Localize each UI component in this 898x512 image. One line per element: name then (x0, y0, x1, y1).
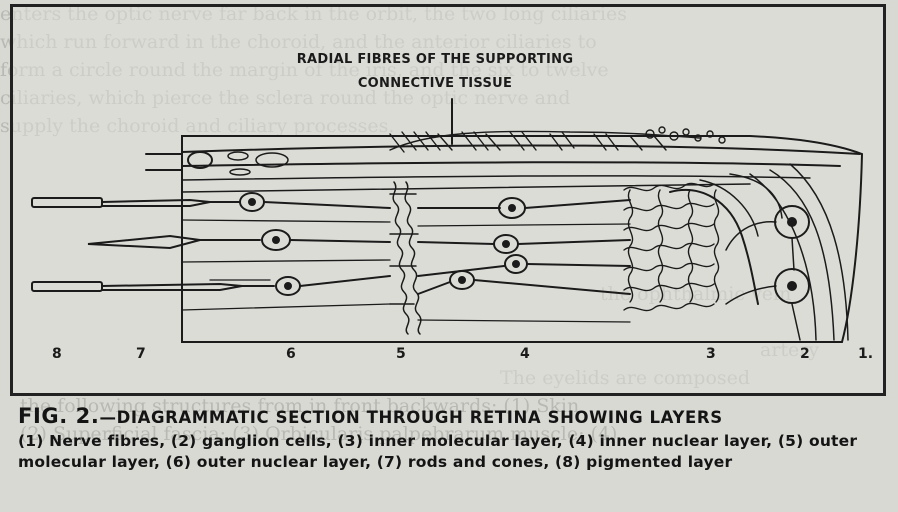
layer-number-6: 6 (286, 346, 296, 362)
pigment-cell (31, 281, 103, 292)
rod (101, 282, 243, 291)
nerve-fibre-line (181, 144, 861, 155)
radial-support-fibre (669, 188, 759, 305)
layer-number-5: 5 (396, 346, 406, 362)
caption-fig-label: FIG. 2. (18, 404, 100, 428)
caption-heading-text: —DIAGRAMMATIC SECTION THROUGH RETINA SHO… (99, 408, 723, 427)
nerve-fibre-line (789, 163, 849, 341)
nerve-fibre-line (181, 175, 811, 181)
caption-body: (1) Nerve fibres, (2) ganglion cells, (3… (18, 432, 858, 471)
nerve-fibre-line (181, 183, 751, 193)
diagram-title-line-2: CONNECTIVE TISSUE (357, 76, 513, 91)
retina-diagram (31, 98, 864, 343)
layer-number-1: 1. (858, 346, 874, 362)
inner-molecular-layer (623, 182, 715, 312)
nerve-fibre-line (749, 173, 817, 341)
radial-fibre-hatching (389, 130, 701, 151)
tissue-outline (181, 135, 864, 343)
diagram-title-line-1: RADIAL FIBRES OF THE SUPPORTING (296, 52, 574, 67)
layer-number-3: 3 (706, 346, 716, 362)
radial-fibre-hatching (389, 131, 667, 153)
figure-caption: FIG. 2.—DIAGRAMMATIC SECTION THROUGH RET… (18, 404, 888, 473)
layer-number-7: 7 (136, 346, 146, 362)
pigment-cell (31, 197, 103, 208)
rod (101, 198, 211, 207)
layer-number-8: 8 (52, 346, 62, 362)
outer-molecular-layer (392, 181, 410, 335)
cone (87, 234, 201, 250)
caption-heading: FIG. 2.—DIAGRAMMATIC SECTION THROUGH RET… (18, 404, 888, 428)
layer-number-2: 2 (800, 346, 810, 362)
nerve-fibre-line (769, 169, 835, 341)
layer-number-4: 4 (520, 346, 530, 362)
